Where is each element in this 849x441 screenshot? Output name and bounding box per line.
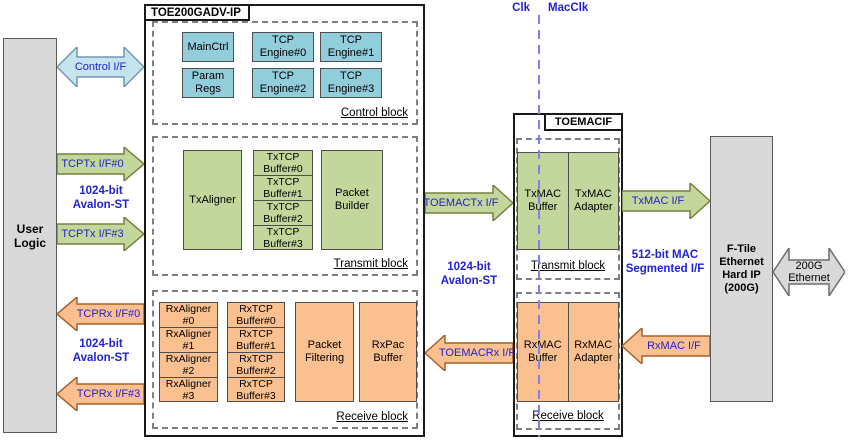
tcprx-if0-arrow: TCPRx I/F#0: [57, 297, 144, 331]
toe-transmit-block-section: Transmit block: [152, 136, 418, 276]
toe-transmit-block-label: Transmit block: [333, 258, 408, 270]
rxtcp-buffer3-box: RxTCP Buffer#3: [228, 377, 284, 402]
rxmac-if-arrow: RxMAC I/F: [622, 328, 710, 364]
rxmac-row: RxMAC Buffer RxMAC Adapter: [517, 302, 619, 402]
avalon-st-rx-label: 1024-bit Avalon-ST: [72, 338, 130, 364]
double-arrow-glyph: [57, 47, 144, 87]
ethernet-200g-label: 200G Ethernet: [788, 259, 830, 285]
tcp-engine2-box: TCP Engine#2: [252, 68, 314, 98]
rxtcp-buffer0-box: RxTCP Buffer#0: [236, 303, 276, 327]
tcprx-if3-arrow: TCPRx I/F#3: [57, 377, 144, 411]
clock-domain-divider-line: [538, 15, 540, 437]
txmac-adapter-box: TxMAC Adapter: [567, 153, 619, 249]
toemacif-transmit-label: Transmit block: [530, 260, 606, 272]
macclk-domain-label: MacClk: [548, 2, 589, 14]
clk-domain-label: Clk: [512, 2, 530, 14]
rxaligner1-box: RxAligner #1: [160, 327, 217, 352]
toe-receive-block-section: Receive block: [152, 290, 418, 429]
txaligner-box: TxAligner: [183, 150, 242, 250]
right-arrow-glyph: [425, 185, 513, 221]
control-block-section: Control block: [152, 21, 418, 125]
right-arrow-glyph: [57, 147, 144, 181]
txtcp-buffer0-box: TxTCP Buffer#0: [263, 151, 303, 175]
tcp-engine0-box: TCP Engine#0: [252, 32, 314, 62]
ftile-ethernet-hardip-block: F-Tile Ethernet Hard IP (200G): [710, 136, 773, 402]
rxtcp-buffer2-box: RxTCP Buffer#2: [228, 352, 284, 377]
rxmac-buffer-box: RxMAC Buffer: [523, 339, 562, 364]
tcptx-if3-arrow: TCPTx I/F#3: [57, 217, 144, 251]
txtcp-buffer-column: TxTCP Buffer#0 TxTCP Buffer#1 TxTCP Buff…: [253, 150, 313, 250]
toe200gadv-ip-title: TOE200GADV-IP: [144, 4, 250, 21]
txtcp-buffer1-box: TxTCP Buffer#1: [254, 175, 312, 200]
rxaligner-column: RxAligner #0 RxAligner #1 RxAligner #2 R…: [159, 302, 218, 402]
tcp-engine3-box: TCP Engine#3: [320, 68, 382, 98]
rxmac-adapter-box: RxMAC Adapter: [567, 303, 619, 401]
packet-filtering-box: Packet Filtering: [295, 302, 354, 402]
rxtcp-buffer-column: RxTCP Buffer#0 RxTCP Buffer#1 RxTCP Buff…: [227, 302, 285, 402]
rxmac-if-label: RxMAC I/F: [647, 340, 701, 352]
txmac-buffer-box: TxMAC Buffer: [524, 188, 562, 213]
tcptx-if0-label: TCPTx I/F#0: [61, 158, 124, 170]
tcprx-if3-label: TCPRx I/F#3: [76, 388, 141, 400]
tcp-engine1-box: TCP Engine#1: [320, 32, 382, 62]
double-arrow-glyph: [773, 248, 845, 296]
rxaligner2-box: RxAligner #2: [160, 352, 217, 377]
toemactx-if-label: TOEMACTx I/F: [423, 197, 499, 209]
mainctrl-box: MainCtrl: [182, 32, 234, 62]
rxaligner0-box: RxAligner #0: [165, 303, 212, 327]
rxaligner3-box: RxAligner #3: [160, 377, 217, 402]
right-arrow-glyph: [622, 183, 710, 219]
txtcp-buffer3-box: TxTCP Buffer#3: [254, 225, 312, 250]
left-arrow-glyph: [57, 297, 144, 331]
rxtcp-buffer1-box: RxTCP Buffer#1: [228, 327, 284, 352]
param-regs-box: Param Regs: [182, 68, 234, 98]
toemacrx-if-arrow: TOEMACRx I/F: [425, 335, 516, 371]
toemactx-if-arrow: TOEMACTx I/F: [423, 185, 513, 221]
txmac-row: TxMAC Buffer TxMAC Adapter: [517, 152, 619, 250]
right-arrow-glyph: [57, 217, 144, 251]
left-arrow-glyph: [57, 377, 144, 411]
toemacif-title: TOEMACIF: [544, 113, 623, 131]
txmac-if-arrow: TxMAC I/F: [622, 183, 710, 219]
tcptx-if0-arrow: TCPTx I/F#0: [57, 147, 144, 181]
tcprx-if0-label: TCPRx I/F#0: [76, 308, 141, 320]
control-block-label: Control block: [340, 107, 408, 119]
toe-receive-block-label: Receive block: [336, 411, 408, 423]
control-if-arrow: Control I/F: [57, 47, 144, 87]
user-logic-block: User Logic: [3, 38, 57, 433]
left-arrow-glyph: [425, 335, 513, 371]
control-if-label: Control I/F: [74, 61, 127, 73]
mac-segmented-if-label: 512-bit MAC Segmented I/F: [625, 249, 705, 275]
left-arrow-glyph: [622, 328, 710, 364]
avalon-st-mid-label: 1024-bit Avalon-ST: [440, 261, 498, 287]
packet-builder-box: Packet Builder: [321, 150, 383, 250]
tcptx-if3-label: TCPTx I/F#3: [61, 228, 124, 240]
toemacif-receive-label: Receive block: [532, 410, 604, 422]
txmac-if-label: TxMAC I/F: [631, 195, 685, 207]
toemacrx-if-label: TOEMACRx I/F: [438, 347, 516, 359]
rxpac-buffer-box: RxPac Buffer: [359, 302, 417, 402]
txtcp-buffer2-box: TxTCP Buffer#2: [254, 200, 312, 225]
ethernet-200g-arrow: 200G Ethernet: [773, 248, 845, 296]
avalon-st-tx-label: 1024-bit Avalon-ST: [72, 185, 130, 211]
